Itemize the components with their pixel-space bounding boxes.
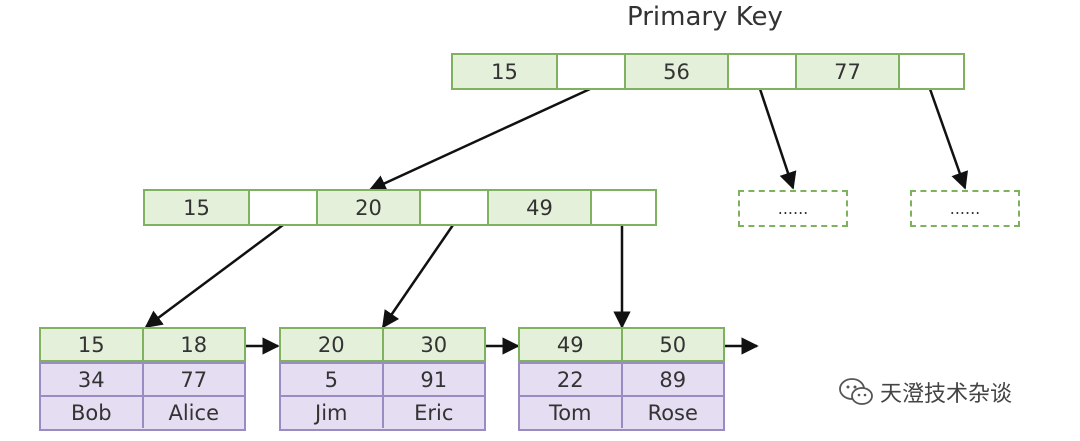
leaf-3-key-row: 49 50: [518, 327, 725, 362]
root-key-1: 15: [453, 55, 556, 88]
leaf-1-name-1: Bob: [70, 400, 112, 425]
diagram-title: Primary Key: [627, 2, 783, 32]
leaf-1-value-1: 34: [77, 367, 105, 392]
wechat-icon: [839, 378, 873, 405]
root-key-2: 56: [624, 55, 727, 88]
watermark-text: 天澄技术杂谈: [880, 382, 1013, 407]
leaf-2-value-1: 5: [324, 367, 338, 392]
leaf-2-key-1: 20: [317, 332, 345, 357]
leaf-3-value-2: 89: [620, 364, 724, 395]
watermark: 天澄技术杂谈: [838, 376, 1012, 408]
leaf-3-name-1: Tom: [548, 400, 592, 425]
leaf-1-value-2: 77: [141, 364, 245, 395]
internal-key-3: 49: [487, 191, 590, 224]
leaf-3-key-2: 50: [620, 329, 724, 360]
leaf-node-1: 15 18 34 77 Bob Alice: [39, 327, 246, 431]
leaf-2-value-2: 91: [381, 364, 485, 395]
leaf-node-2: 20 30 5 91 Jim Eric: [279, 327, 486, 431]
internal-key-1: 15: [145, 191, 248, 224]
root-key-3: 77: [795, 55, 898, 88]
arrow-root-to-placeholder-1: [758, 88, 797, 190]
leaf-3-key-1: 49: [556, 332, 584, 357]
leaf-1-key-2: 18: [141, 329, 245, 360]
internal-pointer-2: [419, 191, 487, 224]
arrow-root-to-placeholder-2: [928, 88, 968, 190]
diagram-title-area: Primary Key: [0, 0, 1080, 40]
internal-pointer-3: [590, 191, 655, 224]
leaf-3-name-row: Tom Rose: [520, 395, 723, 428]
internal-key-2: 20: [316, 191, 419, 224]
placeholder-node-2: ......: [910, 190, 1020, 227]
arrow-internal-to-leaf-1: [144, 223, 284, 329]
root-pointer-2: [727, 55, 795, 88]
placeholder-ellipsis-2: ......: [949, 199, 981, 218]
leaf-1-key-row: 15 18: [39, 327, 246, 362]
leaf-3-value-1: 22: [556, 367, 584, 392]
leaf-3-value-row: 22 89: [520, 362, 723, 395]
leaf-node-3: 49 50 22 89 Tom Rose: [518, 327, 725, 431]
arrow-internal-to-leaf-2: [381, 224, 455, 329]
internal-pointer-1: [248, 191, 316, 224]
leaf-1-key-1: 15: [77, 332, 105, 357]
leaf-2-value-row: 5 91: [281, 362, 484, 395]
leaf-1-name-row: Bob Alice: [41, 395, 244, 428]
placeholder-ellipsis-1: ......: [777, 199, 809, 218]
leaf-1-value-row: 34 77: [41, 362, 244, 395]
leaf-3-name-2: Rose: [620, 397, 724, 428]
leaf-1-name-2: Alice: [141, 397, 245, 428]
root-pointer-1: [556, 55, 624, 88]
leaf-2-name-1: Jim: [315, 400, 348, 425]
internal-node: 15 20 49: [143, 189, 657, 226]
placeholder-node-1: ......: [738, 190, 848, 227]
leaf-2-key-2: 30: [381, 329, 485, 360]
arrow-root-to-internal: [368, 87, 591, 192]
leaf-2-name-2: Eric: [381, 397, 485, 428]
leaf-2-key-row: 20 30: [279, 327, 486, 362]
root-node: 15 56 77: [451, 53, 965, 90]
root-pointer-3: [898, 55, 963, 88]
leaf-2-name-row: Jim Eric: [281, 395, 484, 428]
